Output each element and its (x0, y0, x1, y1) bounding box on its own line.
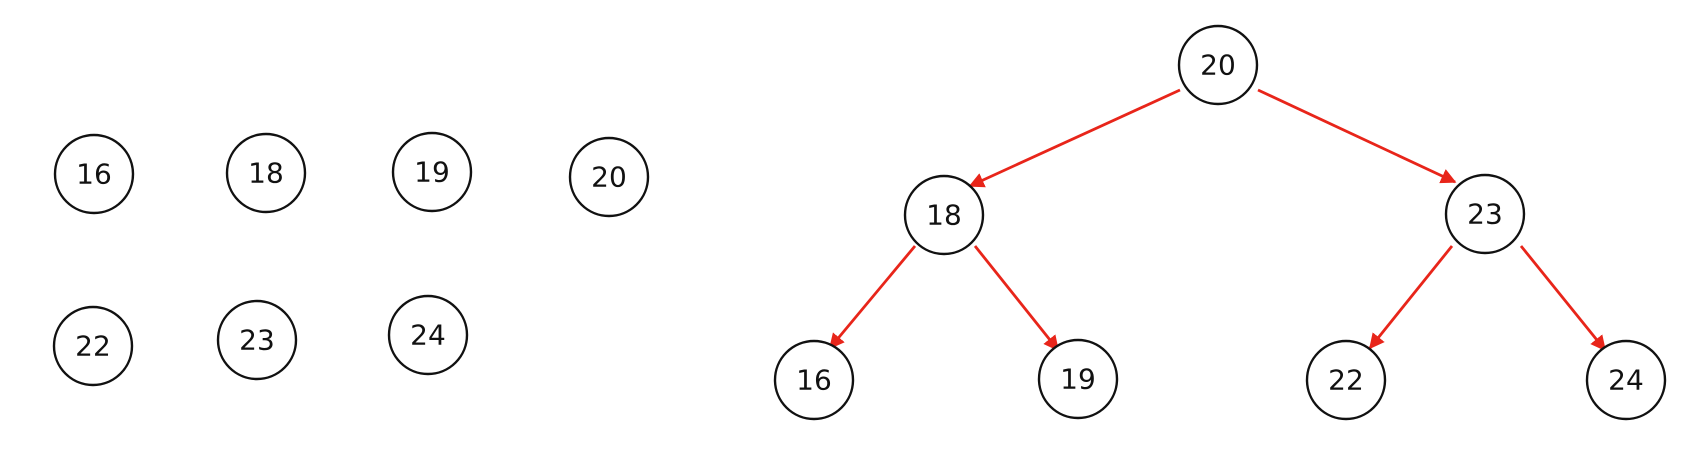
tree-edge (828, 245, 917, 350)
node-label: 20 (591, 161, 627, 194)
tree-edges (828, 88, 1607, 352)
node-label: 19 (1060, 363, 1096, 396)
node-label: 18 (926, 199, 962, 232)
node-label: 18 (248, 157, 284, 190)
node-label: 23 (1467, 198, 1503, 231)
node-label: 20 (1200, 49, 1236, 82)
node-label: 24 (1608, 364, 1644, 397)
unsorted-node: 18 (225, 132, 307, 214)
tree-edge (1368, 245, 1454, 350)
tree-node: 18 (903, 174, 985, 256)
tree-edge (968, 88, 1181, 188)
unsorted-node: 19 (391, 131, 473, 213)
node-label: 24 (410, 319, 446, 352)
tree-edge (973, 245, 1060, 352)
unsorted-node: 16 (53, 133, 135, 215)
unsorted-node: 20 (568, 136, 650, 218)
tree-node: 20 (1177, 24, 1259, 106)
node-label: 16 (796, 364, 832, 397)
unsorted-node: 24 (387, 294, 469, 376)
unsorted-node: 23 (216, 299, 298, 381)
tree-edge (1519, 245, 1607, 352)
node-label: 22 (75, 330, 111, 363)
unsorted-node: 22 (52, 305, 134, 387)
tree-node: 23 (1444, 173, 1526, 255)
tree-node: 16 (773, 339, 855, 421)
unsorted-values-group: 16 18 19 20 22 23 24 (52, 131, 650, 387)
node-label: 23 (239, 324, 275, 357)
node-label: 22 (1328, 364, 1364, 397)
node-label: 19 (414, 156, 450, 189)
tree-group: 20 18 23 16 19 22 24 (773, 24, 1667, 421)
node-label: 16 (76, 158, 112, 191)
tree-node: 22 (1305, 339, 1387, 421)
tree-edge (1257, 88, 1457, 184)
tree-node: 24 (1585, 339, 1667, 421)
tree-node: 19 (1037, 338, 1119, 420)
